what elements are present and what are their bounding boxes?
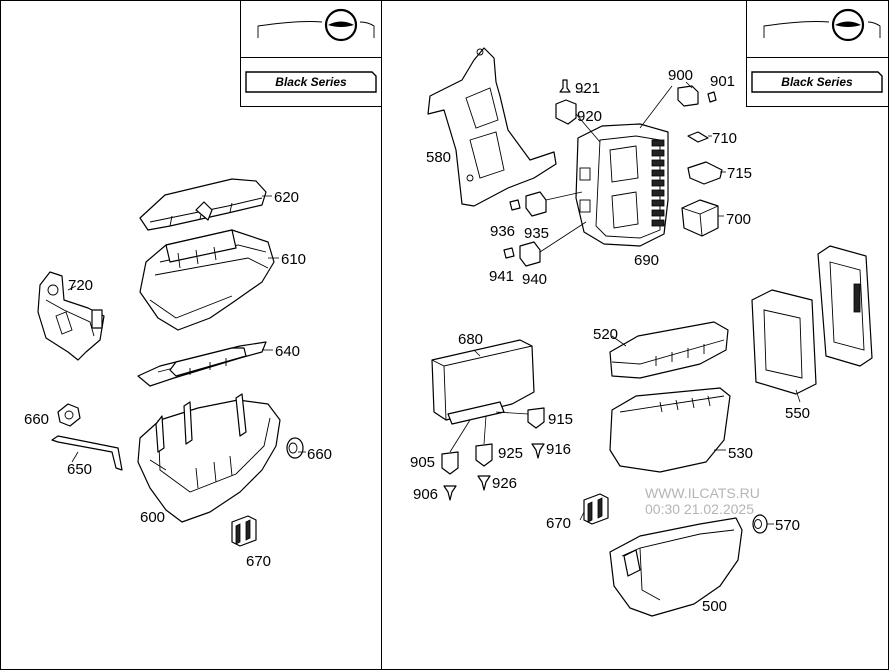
part-580-bracket[interactable] <box>427 47 557 207</box>
callout-620: 620 <box>274 189 299 206</box>
part-640-rail[interactable] <box>137 341 267 387</box>
part-935-connector[interactable] <box>525 191 547 217</box>
part-520-lid[interactable] <box>609 321 729 379</box>
callout-715: 715 <box>727 165 752 182</box>
callout-916: 916 <box>546 441 571 458</box>
mercedes-emblem-icon <box>763 8 881 42</box>
right-leader-lines <box>449 81 801 525</box>
callout-570: 570 <box>775 517 800 534</box>
part-620-cover[interactable] <box>139 178 267 231</box>
part-906-pin[interactable] <box>443 485 457 501</box>
part-926-pin[interactable] <box>477 475 491 491</box>
part-500-housing[interactable] <box>609 517 743 617</box>
callout-680: 680 <box>458 331 483 348</box>
part-941-pin[interactable] <box>503 247 515 259</box>
part-925-connector[interactable] <box>475 443 493 467</box>
callout-550: 550 <box>785 405 810 422</box>
part-900-connector[interactable] <box>677 85 699 107</box>
callout-700: 700 <box>726 211 751 228</box>
callout-530: 530 <box>728 445 753 462</box>
callout-936: 936 <box>490 223 515 240</box>
left-badge-text: Black Series <box>275 75 347 89</box>
right-badge: Black Series <box>751 71 883 93</box>
part-570-grommet[interactable] <box>752 514 768 534</box>
part-650-strap[interactable] <box>51 435 123 471</box>
part-660-grommet[interactable] <box>286 437 304 459</box>
left-badge: Black Series <box>245 71 377 93</box>
callout-925: 925 <box>498 445 523 462</box>
callout-600: 600 <box>140 509 165 526</box>
callout-580: 580 <box>426 149 451 166</box>
part-915-connector[interactable] <box>527 407 545 429</box>
part-610-box[interactable] <box>139 229 275 331</box>
part-920-connector[interactable] <box>555 99 577 125</box>
fuse-row <box>651 139 665 227</box>
callout-650: 650 <box>67 461 92 478</box>
part-660-nut[interactable] <box>57 403 81 427</box>
part-670-clip[interactable] <box>583 493 609 525</box>
part-901-pin[interactable] <box>707 91 717 103</box>
callout-941: 941 <box>489 268 514 285</box>
callout-610: 610 <box>281 251 306 268</box>
part-921-pin[interactable] <box>559 79 571 93</box>
left-header-box: Black Series <box>240 0 382 107</box>
callout-690: 690 <box>634 252 659 269</box>
part-940-connector[interactable] <box>519 241 541 267</box>
part-530-box[interactable] <box>609 387 731 473</box>
callout-906: 906 <box>413 486 438 503</box>
callout-520: 520 <box>593 326 618 343</box>
right-header-box: Black Series <box>746 0 889 107</box>
callout-640: 640 <box>275 343 300 360</box>
callout-915: 915 <box>548 411 573 428</box>
callout-926: 926 <box>492 475 517 492</box>
callout-500: 500 <box>702 598 727 615</box>
watermark-timestamp: 00:30 21.02.2025 <box>645 501 754 517</box>
part-710-fuse[interactable] <box>687 131 709 143</box>
callout-901: 901 <box>710 73 735 90</box>
callout-660-grommet: 660 <box>307 446 332 463</box>
part-905-connector[interactable] <box>441 451 459 475</box>
callout-670-left: 670 <box>246 553 271 570</box>
mercedes-emblem-icon <box>257 8 375 42</box>
part-690-module[interactable] <box>575 123 669 247</box>
part-916-pin[interactable] <box>531 443 545 459</box>
callout-710: 710 <box>712 130 737 147</box>
part-720-bracket[interactable] <box>37 271 105 361</box>
part-680-control-unit[interactable] <box>431 339 535 425</box>
callout-670-right: 670 <box>546 515 571 532</box>
right-badge-text: Black Series <box>781 75 853 89</box>
callout-660-nut: 660 <box>24 411 49 428</box>
callout-720: 720 <box>68 277 93 294</box>
part-600-housing[interactable] <box>137 393 281 523</box>
part-715-relay[interactable] <box>687 161 723 185</box>
callout-940: 940 <box>522 271 547 288</box>
callout-935: 935 <box>524 225 549 242</box>
part-550-frame[interactable] <box>751 245 873 395</box>
watermark-site: WWW.ILCATS.RU <box>645 485 760 501</box>
part-700-relay[interactable] <box>681 199 719 237</box>
callout-900: 900 <box>668 67 693 84</box>
left-leader-lines <box>67 195 306 463</box>
callout-905: 905 <box>410 454 435 471</box>
callout-920: 920 <box>577 108 602 125</box>
part-670-clip[interactable] <box>231 515 257 547</box>
part-936-pin[interactable] <box>509 199 521 211</box>
callout-921: 921 <box>575 80 600 97</box>
